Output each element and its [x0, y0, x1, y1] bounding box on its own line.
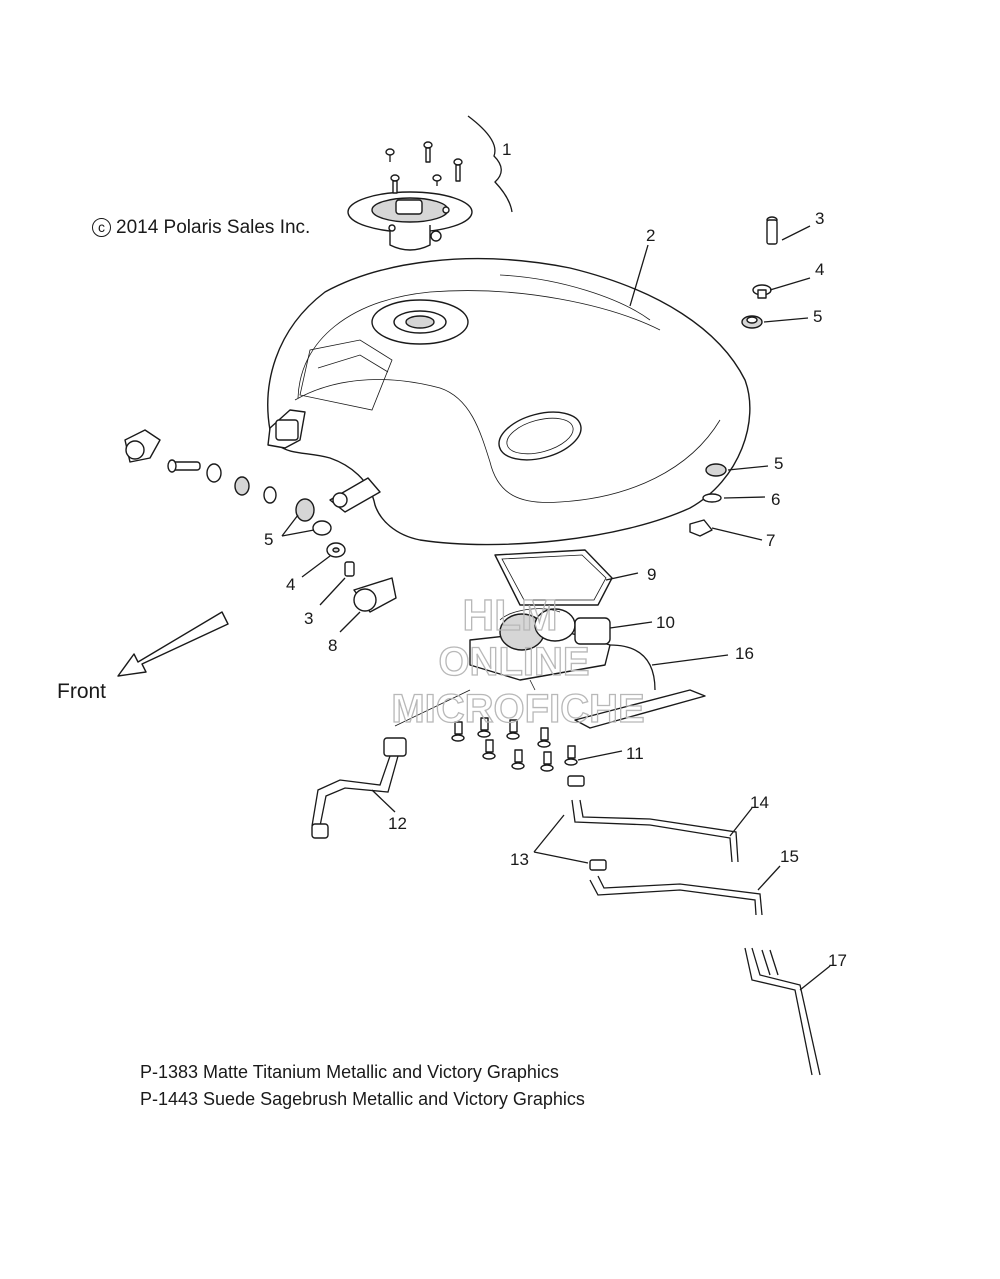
- front-direction-arrow: [117, 611, 229, 677]
- callout-15: 15: [780, 847, 799, 866]
- callout-7: 7: [766, 531, 775, 550]
- callout-13: 13: [510, 850, 529, 869]
- fuel-pump-10: [469, 608, 611, 691]
- fuel-tank: [267, 257, 751, 546]
- harness-16: [574, 644, 706, 729]
- fittings-13: [567, 775, 607, 871]
- washer-6: [702, 493, 722, 503]
- copyright-text: 2014 Polaris Sales Inc.: [116, 217, 311, 238]
- callout-1: 1: [502, 140, 511, 159]
- callout-12: 12: [388, 814, 407, 833]
- callout-11: 11: [626, 744, 644, 763]
- grommet-5-top: [741, 315, 763, 329]
- callout-17: 17: [828, 951, 847, 970]
- tube-14: [571, 799, 739, 863]
- grommet-5-left: [295, 498, 332, 536]
- screws-11: [451, 717, 578, 772]
- copyright-symbol: c: [92, 218, 111, 237]
- watermark-line-1: HLM: [462, 591, 557, 640]
- callout-6: 6: [771, 490, 780, 509]
- note-line-1: P-1383 Matte Titanium Metallic and Victo…: [140, 1062, 559, 1082]
- callout-3-left: 3: [304, 609, 313, 628]
- tube-15: [589, 875, 763, 916]
- callout-3-top: 3: [815, 209, 824, 228]
- gasket-9: [494, 549, 613, 606]
- hose-12: [311, 737, 407, 839]
- fuel-cap-assembly: [347, 191, 473, 251]
- watermark: HLM ONLINE MICROFICHE: [391, 590, 646, 731]
- callout-16: 16: [735, 644, 754, 663]
- bolt-3-top: [766, 216, 778, 245]
- front-label: Front: [57, 680, 107, 703]
- callout-5-top: 5: [813, 307, 822, 326]
- copyright-notice: c 2014 Polaris Sales Inc.: [92, 217, 310, 239]
- callout-5-right: 5: [774, 454, 783, 473]
- callout-5-left: 5: [264, 530, 273, 549]
- callout-8: 8: [328, 636, 337, 655]
- callout-14: 14: [750, 793, 769, 812]
- cap-screws: [385, 141, 463, 194]
- callout-1-bracket: [467, 115, 513, 213]
- watermark-line-2: ONLINE: [438, 640, 589, 684]
- callout-4-top: 4: [815, 260, 824, 279]
- hose-17: [744, 947, 821, 1076]
- callout-2: 2: [646, 226, 655, 245]
- callout-4-left: 4: [286, 575, 295, 594]
- washer-4-left: [326, 542, 346, 558]
- callout-9: 9: [647, 565, 656, 584]
- front-mount-left: [124, 429, 277, 504]
- mount-8: [353, 577, 397, 613]
- washer-4-top: [752, 284, 772, 299]
- note-line-2: P-1443 Suede Sagebrush Metallic and Vict…: [140, 1089, 585, 1109]
- bolt-3-left: [344, 561, 355, 577]
- watermark-line-3: MICROFICHE: [391, 687, 644, 731]
- grommet-5-right: [705, 463, 727, 477]
- callout-10: 10: [656, 613, 675, 632]
- clip-7: [689, 519, 713, 537]
